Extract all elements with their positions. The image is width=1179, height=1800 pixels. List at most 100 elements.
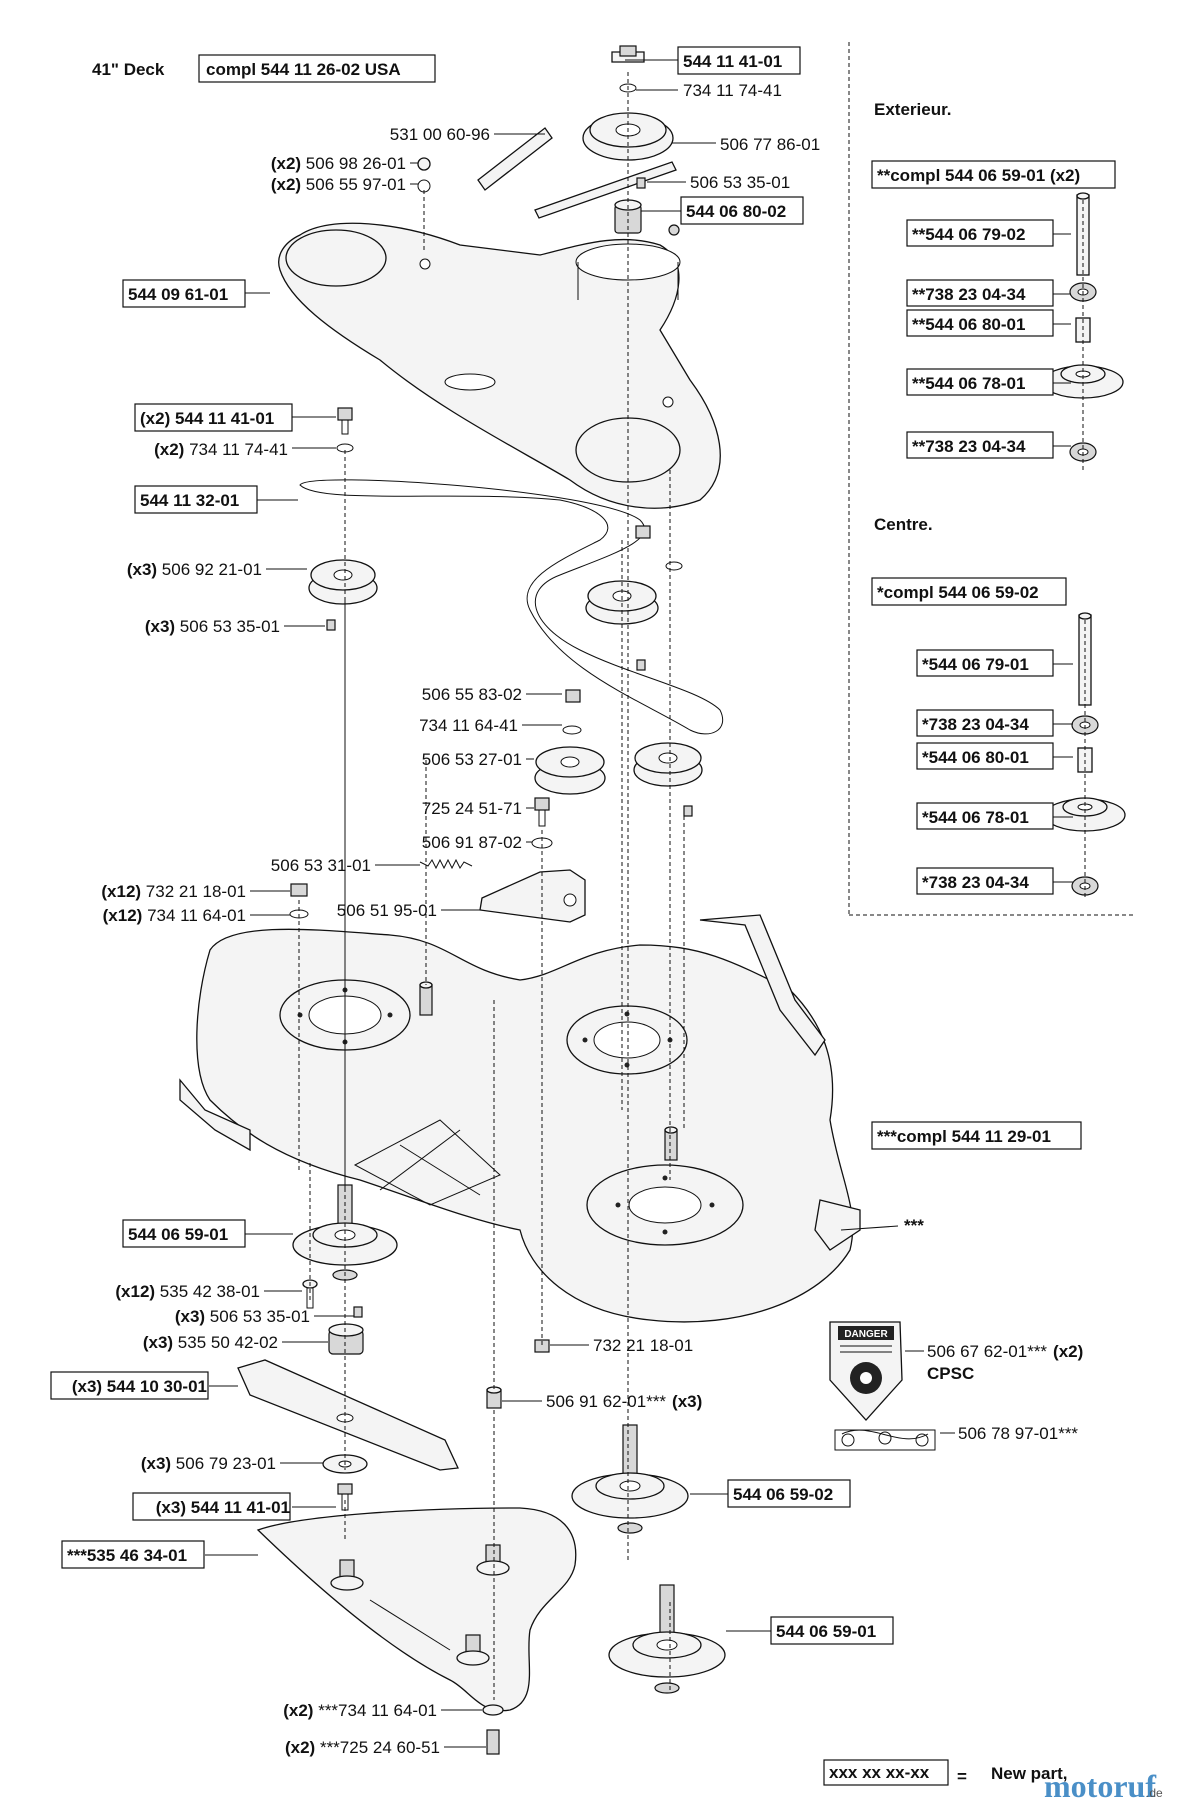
label-box-l31 bbox=[61, 1540, 205, 1569]
label-l16: 734 11 64-41 bbox=[419, 716, 518, 735]
label-l04: 506 77 86-01 bbox=[720, 135, 820, 154]
mower-deck bbox=[179, 914, 861, 1323]
deck-title: 41" Deck bbox=[92, 60, 165, 79]
label-box-l12 bbox=[134, 485, 258, 514]
legend-equals: = bbox=[957, 1767, 967, 1786]
label-l26: (x3) 506 53 35-01 bbox=[175, 1307, 310, 1326]
exterieur-item-4: **544 06 78-01 bbox=[912, 374, 1025, 393]
bolt-725 bbox=[534, 797, 550, 811]
shield-535-46 bbox=[256, 1507, 577, 1712]
centre-box bbox=[916, 742, 1054, 770]
label-box-l37 bbox=[770, 1616, 894, 1645]
label-l18: 725 24 51-71 bbox=[422, 799, 522, 818]
label-l03: 531 00 60-96 bbox=[390, 125, 490, 144]
label-l11: (x2) 734 11 74-41 bbox=[154, 440, 288, 459]
exterieur-box bbox=[906, 219, 1054, 247]
legend-sample: xxx xx xx-xx bbox=[829, 1763, 930, 1782]
idler-pulley-left bbox=[308, 559, 378, 631]
bolt-725-24 bbox=[486, 1729, 500, 1755]
label-l34: 732 21 18-01 bbox=[593, 1336, 693, 1355]
washer-734-11-64 bbox=[482, 1704, 504, 1716]
label-l41: 506 78 97-01*** bbox=[958, 1424, 1078, 1443]
spring bbox=[419, 858, 473, 870]
centre-item-5: *738 23 04-34 bbox=[922, 873, 1029, 892]
label-box-l01 bbox=[677, 46, 801, 75]
label-l20: 506 53 31-01 bbox=[271, 856, 371, 875]
label-l05: (x2) 506 98 26-01 bbox=[271, 154, 406, 173]
spindle-544-06-59-01 bbox=[608, 1584, 726, 1694]
mid-pulley-upper bbox=[585, 525, 683, 671]
belt-strap-1 bbox=[477, 127, 553, 191]
label-box-l36 bbox=[727, 1479, 851, 1508]
exterieur-box bbox=[906, 279, 1054, 307]
label-box-l10 bbox=[134, 403, 293, 432]
spacer-535-50 bbox=[328, 1323, 364, 1355]
label-l13: (x3) 506 92 21-01 bbox=[127, 560, 262, 579]
label-l08: 544 06 80-02 bbox=[686, 202, 786, 221]
centre-box bbox=[916, 867, 1054, 895]
centre-box bbox=[916, 802, 1054, 830]
watermark-logo: motoruf bbox=[1044, 1768, 1156, 1800]
watermark-tld: .de bbox=[1146, 1786, 1163, 1800]
deck-compl-label: compl 544 11 26-02 USA bbox=[206, 60, 401, 79]
label-l02: 734 11 74-41 bbox=[683, 81, 782, 100]
section-centre: Centre. bbox=[874, 515, 933, 534]
exterieur-box bbox=[906, 431, 1054, 459]
mid-pulley-right bbox=[633, 742, 703, 817]
label-box-l09 bbox=[122, 279, 246, 308]
nut-732-21 bbox=[534, 1339, 550, 1353]
spindle-544-06-59-02 bbox=[571, 1424, 689, 1534]
exterieur-item-5: **738 23 04-34 bbox=[912, 437, 1026, 456]
label-l29: (x3) 506 79 23-01 bbox=[141, 1454, 276, 1473]
label-l31: ***535 46 34-01 bbox=[67, 1546, 187, 1565]
label-l19: 506 91 87-02 bbox=[422, 833, 522, 852]
exterieur-box bbox=[906, 368, 1054, 396]
centre-box bbox=[916, 709, 1054, 737]
centre-item-1: *544 06 79-01 bbox=[922, 655, 1029, 674]
centre-item-4: *544 06 78-01 bbox=[922, 808, 1029, 827]
danger-decal: DANGER bbox=[829, 1321, 903, 1421]
screw-small bbox=[417, 157, 431, 171]
label-l36: 544 06 59-02 bbox=[733, 1485, 833, 1504]
label-l27: (x3) 535 50 42-02 bbox=[143, 1333, 278, 1352]
label-l33: (x2) ***725 24 60-51 bbox=[285, 1738, 440, 1757]
exterieur-compl: **compl 544 06 59-01 (x2) bbox=[877, 166, 1080, 185]
label-box-l08 bbox=[680, 196, 804, 225]
label-l30: (x3) 544 11 41-01 bbox=[156, 1498, 290, 1517]
belt-routing-decal bbox=[834, 1429, 936, 1451]
label-l35: 506 91 62-01***(x3) bbox=[546, 1392, 702, 1411]
v-belt bbox=[299, 479, 724, 735]
idler-arm bbox=[479, 869, 586, 923]
label-l17: 506 53 27-01 bbox=[422, 750, 522, 769]
label-l37: 544 06 59-01 bbox=[776, 1622, 876, 1641]
label-l40: 506 67 62-01***(x2) bbox=[927, 1342, 1083, 1361]
centre-compl: *compl 544 06 59-02 bbox=[877, 583, 1039, 602]
label-l38: ***compl 544 11 29-01 bbox=[877, 1127, 1051, 1146]
centre-item-3: *544 06 80-01 bbox=[922, 748, 1029, 767]
label-l22: (x12) 734 11 64-01 bbox=[103, 906, 246, 925]
nut-732 bbox=[290, 883, 308, 897]
label-l06: (x2) 506 55 97-01 bbox=[271, 175, 406, 194]
label-box-l28 bbox=[50, 1371, 209, 1400]
mid-pulley-center bbox=[534, 689, 606, 795]
label-l32: (x2) ***734 11 64-01 bbox=[283, 1701, 437, 1720]
bolt-left bbox=[336, 407, 354, 453]
exterieur-box bbox=[906, 309, 1054, 337]
label-l28: (x3) 544 10 30-01 bbox=[72, 1377, 207, 1396]
label-l09: 544 09 61-01 bbox=[128, 285, 228, 304]
label-l24: 544 06 59-01 bbox=[128, 1225, 228, 1244]
label-l25: (x12) 535 42 38-01 bbox=[115, 1282, 260, 1301]
svg-text:DANGER: DANGER bbox=[844, 1329, 888, 1340]
centre-item-2: *738 23 04-34 bbox=[922, 715, 1029, 734]
label-l23: 506 51 95-01 bbox=[337, 901, 437, 920]
blade bbox=[237, 1359, 459, 1471]
label-l14: (x3) 506 53 35-01 bbox=[145, 617, 280, 636]
label-l01: 544 11 41-01 bbox=[683, 52, 782, 71]
label-box-l24 bbox=[122, 1219, 246, 1248]
label-l40-sub: CPSC bbox=[927, 1364, 974, 1383]
label-l10: (x2) 544 11 41-01 bbox=[140, 409, 274, 428]
exterieur-item-3: **544 06 80-01 bbox=[912, 315, 1025, 334]
centre-box bbox=[916, 649, 1054, 677]
label-l12: 544 11 32-01 bbox=[140, 491, 239, 510]
